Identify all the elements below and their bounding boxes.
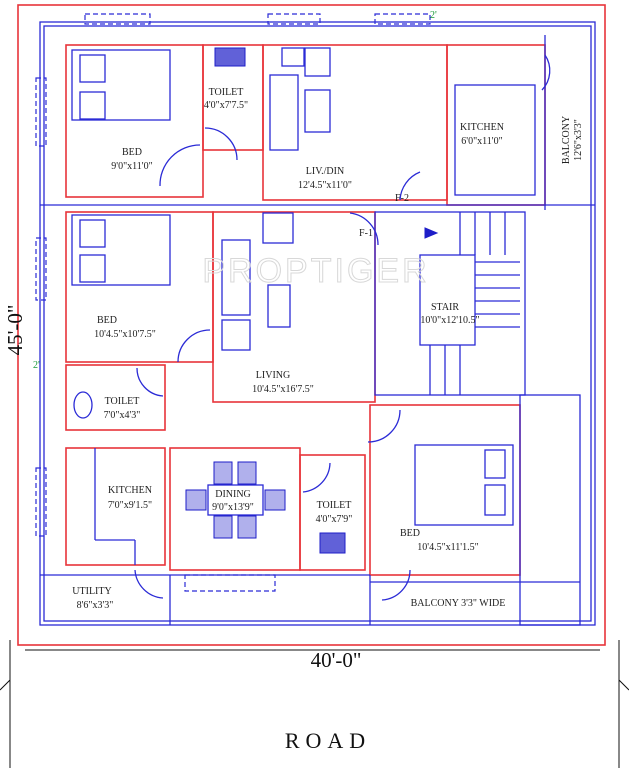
label-toilet2: TOILET xyxy=(105,396,140,407)
label-dining: DINING xyxy=(215,489,251,500)
label-bed3: BED xyxy=(400,528,420,539)
size-livdin: 12'4.5"x11'0" xyxy=(298,180,352,191)
size-kitchen1: 6'0"x11'0" xyxy=(461,136,502,147)
toilet-seat xyxy=(73,391,93,419)
label-stair: STAIR xyxy=(431,302,459,313)
road-label: ROAD xyxy=(285,728,371,753)
room-labels: BED 9'0"x11'0" TOILET 4'0"x7'7.5" LIV./D… xyxy=(72,87,584,611)
size-bed1: 9'0"x11'0" xyxy=(111,161,152,172)
label-f1: F-1 xyxy=(359,228,373,239)
bathtub xyxy=(319,532,346,554)
bathtub xyxy=(214,47,246,67)
size-bed2: 10'4.5"x10'7.5" xyxy=(94,329,156,340)
stair-treads xyxy=(419,212,520,395)
window-projections xyxy=(35,13,431,592)
dining-table xyxy=(207,484,264,516)
label-toilet3: TOILET xyxy=(317,500,352,511)
sofa xyxy=(269,74,299,151)
size-bed3: 10'4.5"x11'1.5" xyxy=(417,542,478,553)
depth-dimension: 45'-0" xyxy=(3,305,27,356)
partitions xyxy=(40,35,595,626)
watermark: PROPTIGER xyxy=(202,252,429,290)
size-toilet1: 4'0"x7'7.5" xyxy=(204,100,248,111)
label-toilet1: TOILET xyxy=(209,87,244,98)
label-bed1: BED xyxy=(122,147,142,158)
width-dimension: 40'-0" xyxy=(311,648,362,672)
size-living: 10'4.5"x16'7.5" xyxy=(252,384,314,395)
size-stair: 10'0"x12'10.5" xyxy=(420,315,479,326)
size-balcony1: 12'6"x3'3" xyxy=(573,119,584,161)
size-toilet2: 7'0"x4'3" xyxy=(104,410,141,421)
size-kitchen2: 7'0"x9'1.5" xyxy=(108,500,152,511)
label-kitchen2: KITCHEN xyxy=(108,485,152,496)
label-balcony2: BALCONY 3'3" WIDE xyxy=(411,598,506,609)
label-balcony1: BALCONY xyxy=(561,116,572,164)
size-toilet3: 4'0"x7'9" xyxy=(316,514,353,525)
road-outline xyxy=(0,640,629,768)
label-kitchen1: KITCHEN xyxy=(460,122,504,133)
size-utility: 8'6"x3'3" xyxy=(77,600,114,611)
building-outline-inner xyxy=(43,25,592,622)
label-utility: UTILITY xyxy=(72,586,111,597)
furniture xyxy=(71,47,514,554)
sofa xyxy=(221,239,251,316)
label-living: LIVING xyxy=(256,370,290,381)
label-f2: F-2 xyxy=(395,193,409,204)
building-outline xyxy=(39,21,596,626)
label-bed2: BED xyxy=(97,315,117,326)
label-livdin: LIV./DIN xyxy=(306,166,344,177)
setback-top: 2' xyxy=(430,10,437,21)
door-swings xyxy=(134,54,551,601)
size-dining: 9'0"x13'9" xyxy=(212,502,254,513)
setback-left: 2' xyxy=(33,360,40,371)
plot-boundary xyxy=(17,4,606,646)
